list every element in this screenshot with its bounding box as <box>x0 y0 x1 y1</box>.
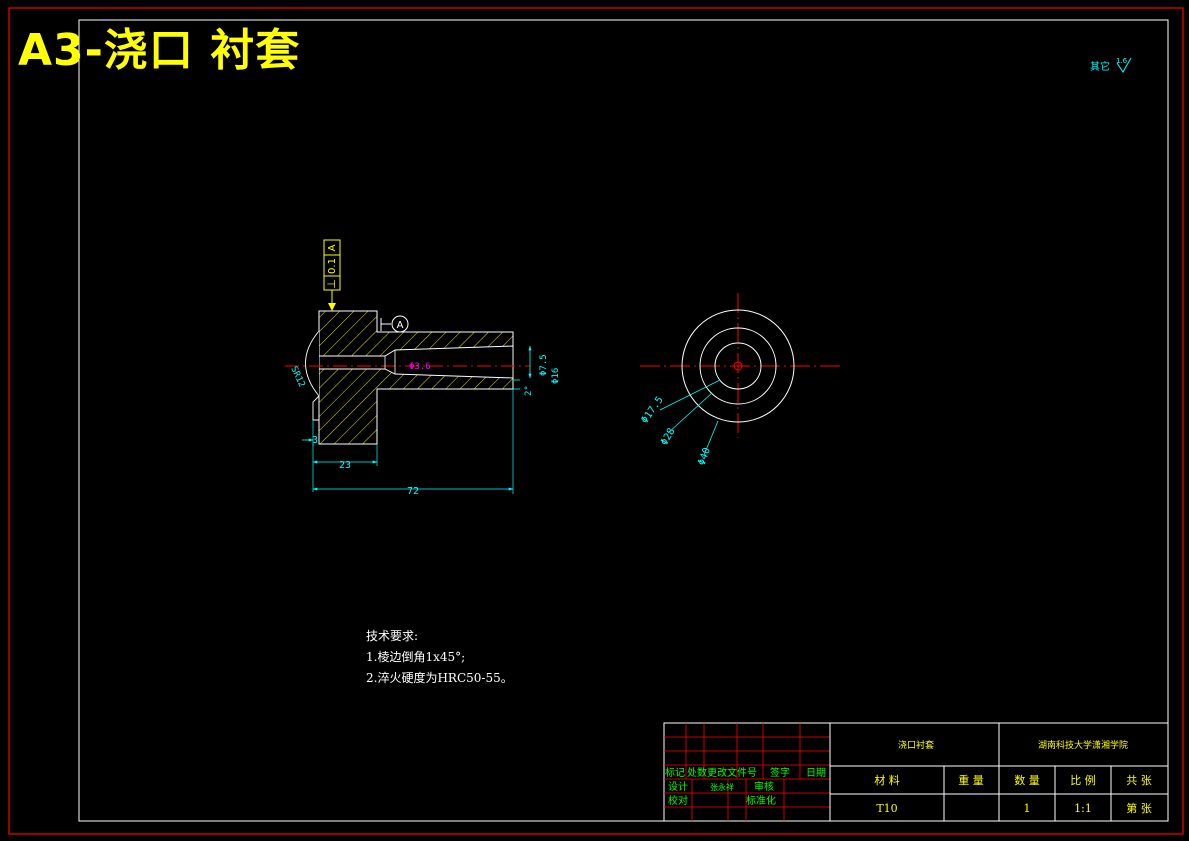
dim-circle-outer: Φ40 <box>696 446 713 467</box>
tolerance-frame: A 0.1 ⊥ <box>323 239 341 311</box>
block-material: T10 <box>876 802 897 815</box>
block-qty: 1 <box>1024 802 1031 815</box>
circle-bore <box>733 361 743 371</box>
svg-text:⊥: ⊥ <box>325 279 338 289</box>
block-designer: 张永祥 <box>710 782 734 792</box>
dim-taper: 2° <box>524 385 534 396</box>
block-scale: 1:1 <box>1074 802 1092 815</box>
surface-finish-value: 1.6 <box>1116 57 1128 65</box>
block-h-scale: 比 例 <box>1070 773 1096 787</box>
block-mark-1: 处数 <box>687 766 707 779</box>
tech-notes-heading: 技术要求: <box>366 629 419 643</box>
dim-circle-mid: Φ28 <box>659 426 678 447</box>
tech-note-2: 2.淬火硬度为HRC50-55。 <box>366 671 513 685</box>
dim-circle-inner: Φ17.5 <box>639 395 665 426</box>
dim-step: 3 <box>312 435 318 446</box>
dim-total-len: 72 <box>407 486 419 497</box>
block-design: 设计 <box>668 780 688 793</box>
block-mark-2: 更改文件号 <box>707 766 757 779</box>
block-mark-3: 签字 <box>770 766 790 779</box>
dim-bore-small: Φ3.6 <box>409 362 431 372</box>
section-hatch <box>318 310 514 445</box>
dim-bore-large: Φ7.5 <box>539 354 549 376</box>
block-review: 审核 <box>754 780 774 793</box>
dim-sphere-radius: SR12 <box>288 365 306 389</box>
sheet-frame <box>8 7 1184 835</box>
block-mark-0: 标记 <box>665 767 685 779</box>
page-title: A3-浇口 衬套 <box>18 25 301 76</box>
sphere-recess <box>305 330 320 397</box>
circle-outer <box>681 309 795 423</box>
block-check: 校对 <box>668 794 688 807</box>
block-standard: 标准化 <box>746 794 776 807</box>
datum-symbol: A <box>380 315 409 333</box>
tech-notes: 技术要求: 1.棱边倒角1x45°; 2.淬火硬度为HRC50-55。 <box>366 626 513 689</box>
block-h-material: 材 料 <box>874 773 900 787</box>
svg-text:0.1: 0.1 <box>327 258 338 274</box>
block-org: 湖南科技大学潇湘学院 <box>1038 739 1128 751</box>
block-mark-4: 日期 <box>806 767 826 779</box>
section-bore <box>318 345 514 379</box>
svg-text:A: A <box>327 244 338 251</box>
end-view: Φ17.5 Φ28 Φ40 <box>639 293 840 467</box>
block-part-name: 浇口衬套 <box>898 739 934 751</box>
datum-label: A <box>397 320 404 331</box>
section-dimensions: SR12 Φ3.6 Φ16 Φ7.5 2° 3 23 72 <box>288 345 561 497</box>
section-view <box>285 310 530 445</box>
surface-finish-label: 其它 <box>1090 60 1110 73</box>
circle-inner <box>714 342 762 390</box>
surface-finish-icon <box>1116 57 1132 73</box>
circle-mid <box>699 327 777 405</box>
title-block: 浇口衬套 湖南科技大学潇湘学院 材 料 重 量 数 量 比 例 共 张 T10 … <box>663 722 1169 822</box>
tech-note-1: 1.棱边倒角1x45°; <box>366 650 466 664</box>
drawing-border <box>78 19 1169 822</box>
block-h-total: 共 张 <box>1126 774 1152 787</box>
dim-flange-len: 23 <box>339 460 351 471</box>
block-sheet: 第 张 <box>1126 801 1152 815</box>
dim-bore-outer: Φ16 <box>551 368 561 384</box>
block-h-qty: 数 量 <box>1014 774 1040 787</box>
block-h-weight: 重 量 <box>958 773 984 787</box>
